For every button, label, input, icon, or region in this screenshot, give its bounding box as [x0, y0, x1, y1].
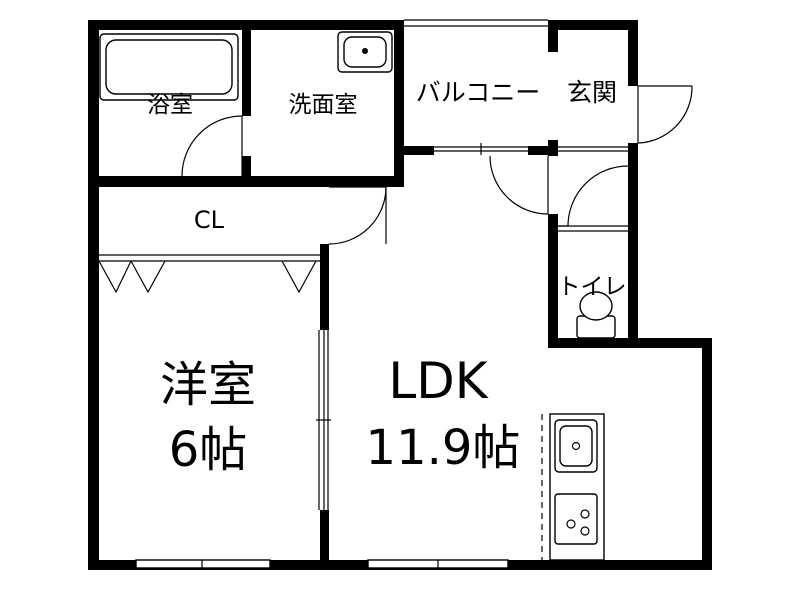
closet-label: CL	[194, 206, 225, 234]
closet-doors	[98, 259, 317, 294]
partitions	[99, 19, 639, 570]
toilet-fixture	[576, 291, 616, 339]
entrance-label: 玄関	[567, 78, 617, 107]
ldk-size: 11.9帖	[366, 420, 521, 476]
bath-label: 浴室	[147, 92, 193, 118]
ldk-name: LDK	[388, 352, 488, 410]
kitchen-counter	[541, 413, 605, 561]
bathtub	[99, 33, 239, 101]
toilet-label: トイレ	[558, 274, 627, 300]
doors	[181, 85, 693, 245]
washroom-label: 洗面室	[289, 92, 358, 118]
western-room-name: 洋室	[160, 357, 256, 413]
balcony-label: バルコニー	[416, 78, 541, 107]
western-room-size: 6帖	[169, 422, 248, 478]
wash-basin	[337, 31, 393, 73]
